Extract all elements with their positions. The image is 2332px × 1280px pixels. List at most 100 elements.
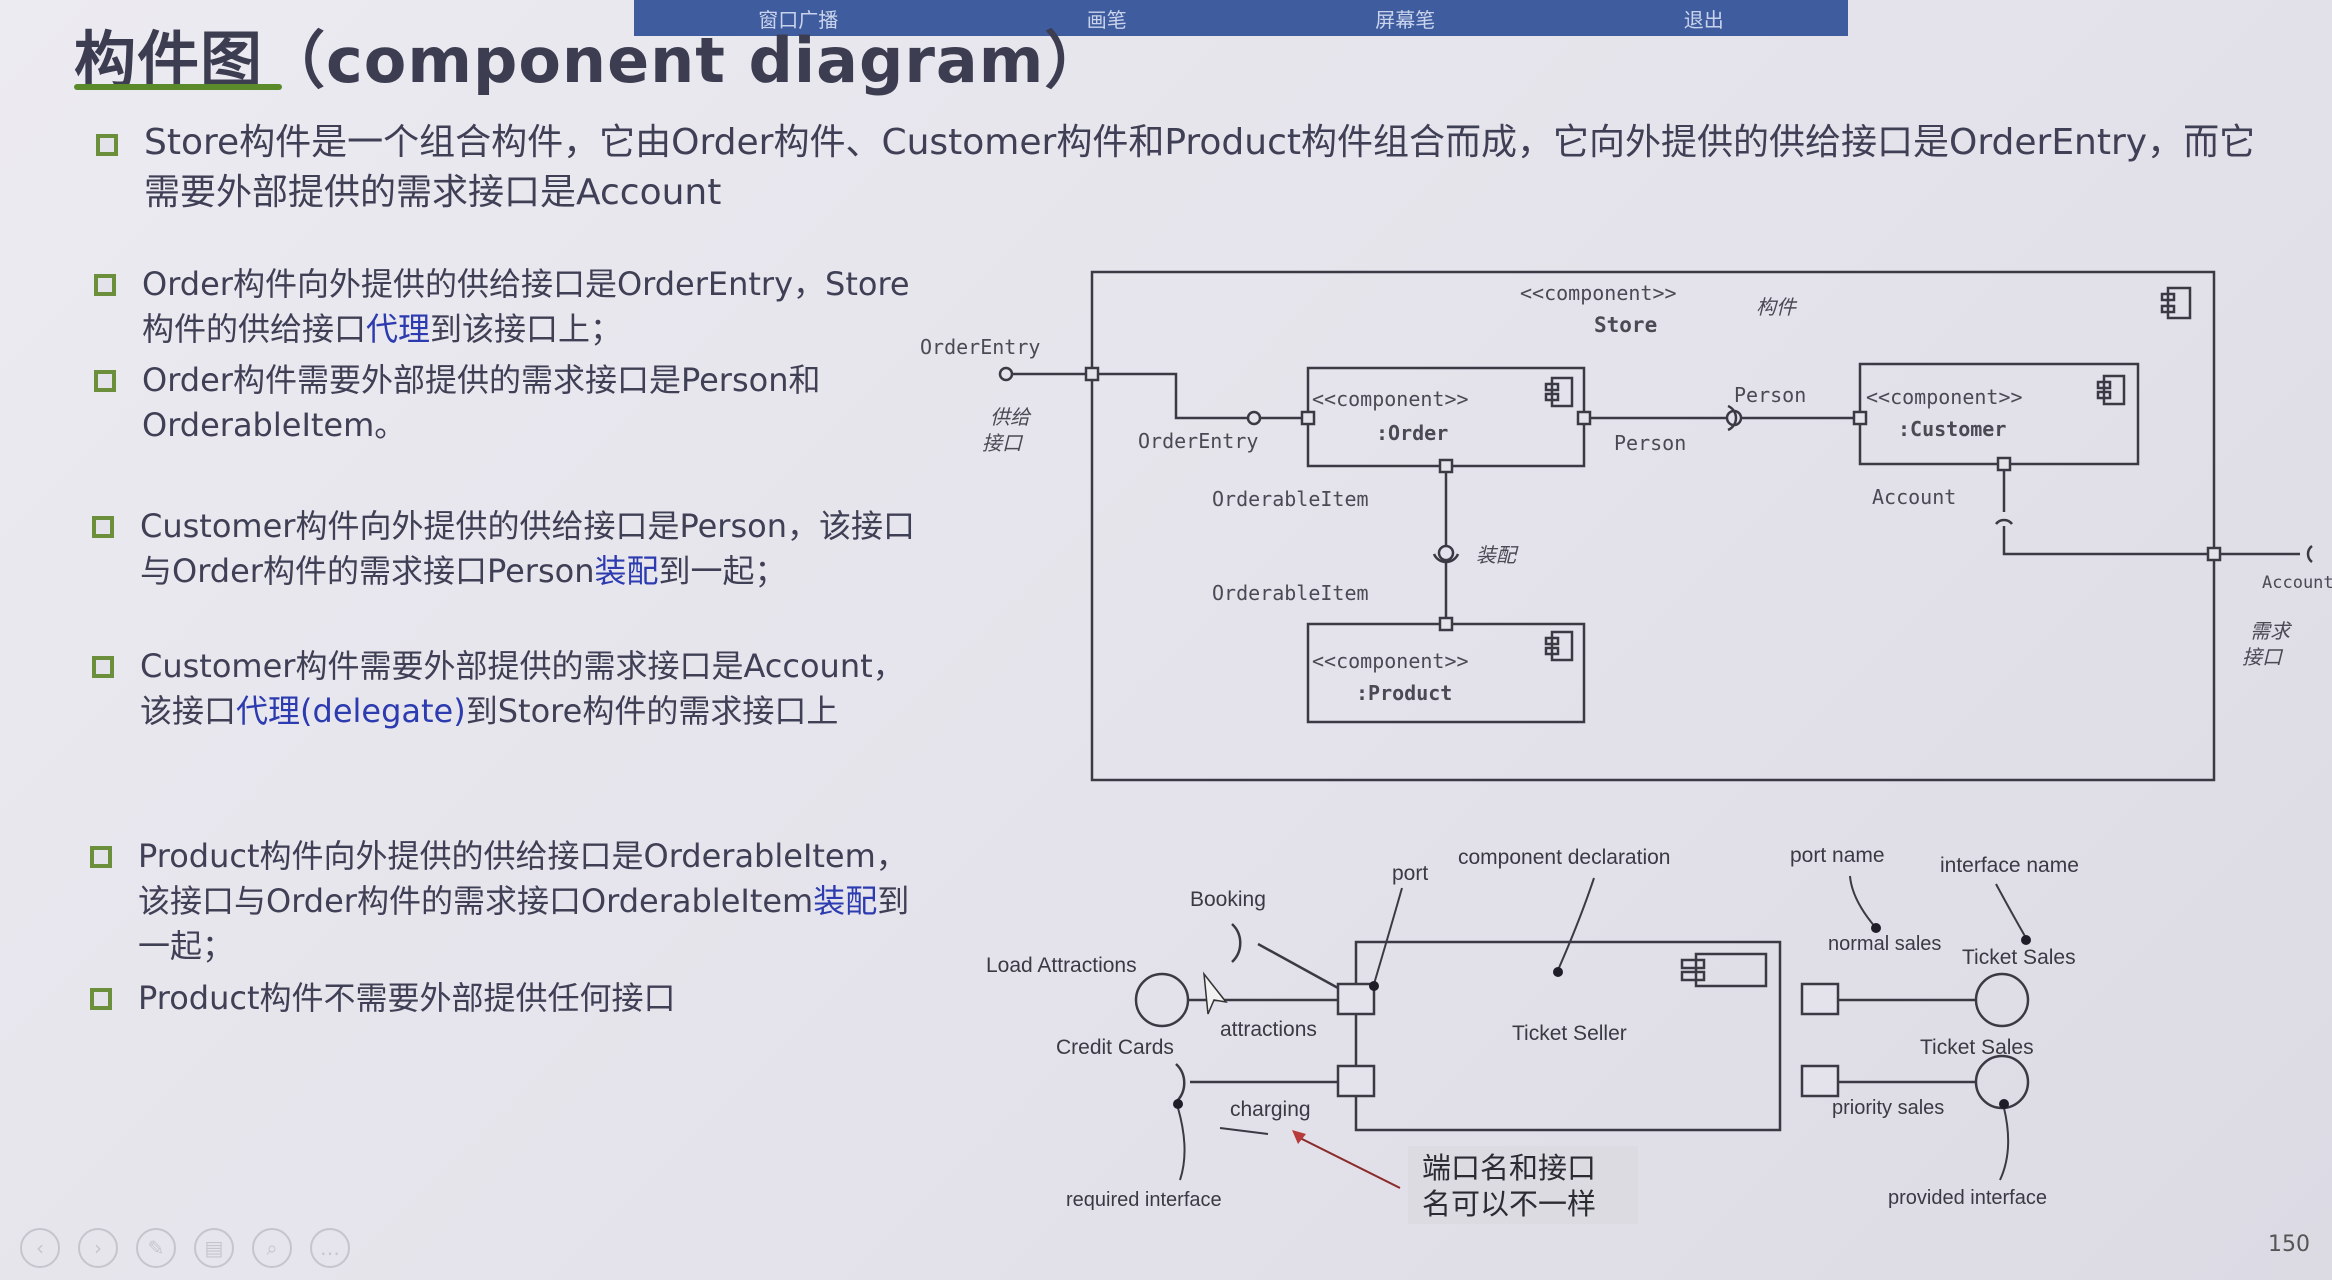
- order-entry-inner-label: OrderEntry: [1138, 429, 1258, 453]
- account-outer-label: Account: [2262, 573, 2332, 593]
- mouse-cursor-icon: [1202, 971, 1228, 1015]
- account-outer-required-icon: [2306, 545, 2313, 563]
- ticket-sales-top-label: Ticket Sales: [1962, 946, 2076, 969]
- order-entry-outer-label: OrderEntry: [920, 335, 1040, 359]
- bullet-text: Product构件向外提供的供给接口是OrderableItem，该接口与Ord…: [138, 837, 908, 920]
- person-bottom-label: Person: [1614, 431, 1686, 455]
- bullet-square-icon: [94, 274, 116, 296]
- component-icon: [1544, 630, 1574, 662]
- required-marker-dot: [1173, 1099, 1183, 1109]
- stereotype-label: <<component>>: [1520, 281, 1677, 305]
- toolbar-item-broadcast[interactable]: 窗口广播: [758, 7, 839, 32]
- bullet-text-tail: 到Store构件的需求接口上: [465, 692, 839, 730]
- bullet-product-provided: Product构件向外提供的供给接口是OrderableItem，该接口与Ord…: [90, 834, 918, 969]
- bullet-highlight: 装配: [813, 882, 878, 920]
- zoom-icon[interactable]: ⌕: [252, 1228, 292, 1268]
- page-number: 150: [2268, 1232, 2310, 1257]
- bullet-customer-provided: Customer构件向外提供的供给接口是Person，该接口与Order构件的需…: [92, 504, 920, 594]
- orderable-bottom-label: OrderableItem: [1212, 581, 1369, 605]
- toolbar-item-screen-pen[interactable]: 屏幕笔: [1375, 7, 1436, 32]
- required-note-2: 接口: [2242, 645, 2284, 669]
- pages-icon[interactable]: ▤: [194, 1228, 234, 1268]
- bullet-highlight: 装配: [594, 552, 659, 590]
- provided-interface-label: provided interface: [1888, 1187, 2047, 1209]
- port-label: port: [1392, 862, 1428, 885]
- load-attractions-label: Load Attractions: [986, 954, 1137, 977]
- declaration-marker-dot: [1553, 967, 1563, 977]
- next-icon[interactable]: ›: [78, 1228, 118, 1268]
- required-note-1: 需求: [2250, 619, 2293, 643]
- store-note: 构件: [1756, 295, 1798, 319]
- toolbar-item-pen[interactable]: 画笔: [1086, 7, 1127, 32]
- callout-line-2: 名可以不一样: [1422, 1187, 1597, 1221]
- assembly-note: 装配: [1476, 543, 1519, 567]
- bullet-text: Store构件是一个组合构件，它由Order构件、Customer构件和Prod…: [144, 122, 2256, 213]
- bullet-text-tail: 到一起；: [138, 882, 910, 965]
- customer-stereotype: <<component>>: [1866, 385, 2023, 409]
- provided-note-1: 供给: [990, 405, 1032, 429]
- required-interface-label: required interface: [1066, 1189, 1222, 1211]
- bullet-text: Order构件需要外部提供的需求接口是Person和OrderableItem。: [142, 361, 821, 444]
- account-required-icon: [1995, 518, 2013, 525]
- order-port: [1300, 410, 1316, 426]
- provided-marker-dot: [1999, 1099, 2009, 1109]
- bullet-text: Product构件不需要外部提供任何接口: [138, 979, 676, 1017]
- booking-required-icon: [1231, 923, 1242, 963]
- ticket-sales-bottom-label: Ticket Sales: [1920, 1036, 2034, 1059]
- bullet-square-icon: [92, 516, 114, 538]
- booking-label: Booking: [1190, 888, 1266, 911]
- bullet-text: Order构件向外提供的供给接口是OrderEntry，Store构件的供给接口: [142, 265, 910, 348]
- port-name-marker-dot: [1871, 923, 1881, 933]
- component-declaration-label: component declaration: [1458, 846, 1670, 869]
- callout-note: 端口名和接口 名可以不一样: [1408, 1146, 1638, 1224]
- ticket-seller-label: Ticket Seller: [1512, 1022, 1627, 1045]
- account-inner-label: Account: [1872, 485, 1956, 509]
- toolbar-item-exit[interactable]: 退出: [1683, 7, 1724, 32]
- attractions-port: [1336, 982, 1376, 1016]
- ticket-seller-box: [1354, 940, 1782, 1132]
- bullet-order-provided: Order构件向外提供的供给接口是OrderEntry，Store构件的供给接口…: [94, 262, 922, 352]
- bullet-square-icon: [92, 656, 114, 678]
- normal-sales-label: normal sales: [1828, 933, 1941, 955]
- provided-note-2: 接口: [982, 431, 1024, 455]
- previous-icon[interactable]: ‹: [20, 1228, 60, 1268]
- interface-name-label: interface name: [1940, 854, 2079, 877]
- title-underline: [74, 84, 282, 90]
- component-icon: [2096, 374, 2126, 406]
- customer-person-port: [1852, 410, 1868, 426]
- priority-sales-port: [1800, 1064, 1840, 1098]
- bullet-store: Store构件是一个组合构件，它由Order构件、Customer构件和Prod…: [96, 118, 2284, 218]
- product-name: :Product: [1356, 681, 1452, 705]
- credit-cards-required-icon: [1175, 1063, 1186, 1103]
- store-name: Store: [1594, 313, 1657, 337]
- slideshow-toolbar: 窗口广播 画笔 屏幕笔 退出: [634, 0, 1848, 36]
- load-attractions-provided-icon: [1134, 972, 1190, 1028]
- bullet-square-icon: [96, 134, 118, 156]
- bullet-text: Customer构件需要外部提供的需求接口是Account，该接口: [140, 647, 905, 730]
- port-marker-dot: [1369, 981, 1379, 991]
- more-icon[interactable]: …: [310, 1228, 350, 1268]
- component-icon: [2160, 286, 2192, 320]
- order-stereotype: <<component>>: [1312, 387, 1469, 411]
- product-stereotype: <<component>>: [1312, 649, 1469, 673]
- charging-label: charging: [1230, 1098, 1311, 1121]
- presentation-controls: ‹ › ✎ ▤ ⌕ …: [20, 1228, 350, 1268]
- callout-line-1: 端口名和接口: [1422, 1151, 1597, 1185]
- port-name-label: port name: [1790, 844, 1885, 867]
- bullet-order-required: Order构件需要外部提供的需求接口是Person和OrderableItem。: [94, 358, 922, 448]
- person-top-label: Person: [1734, 383, 1806, 407]
- normal-sales-port: [1800, 982, 1840, 1016]
- bullet-square-icon: [94, 370, 116, 392]
- credit-cards-label: Credit Cards: [1056, 1036, 1174, 1059]
- component-icon: [1544, 376, 1574, 408]
- callout-arrow-icon: [1292, 1130, 1306, 1144]
- pen-icon[interactable]: ✎: [136, 1228, 176, 1268]
- attractions-label: attractions: [1220, 1018, 1317, 1041]
- bullet-square-icon: [90, 846, 112, 868]
- bullet-product-required: Product构件不需要外部提供任何接口: [90, 976, 918, 1021]
- orderable-top-label: OrderableItem: [1212, 487, 1369, 511]
- bullet-highlight: 代理: [366, 310, 431, 348]
